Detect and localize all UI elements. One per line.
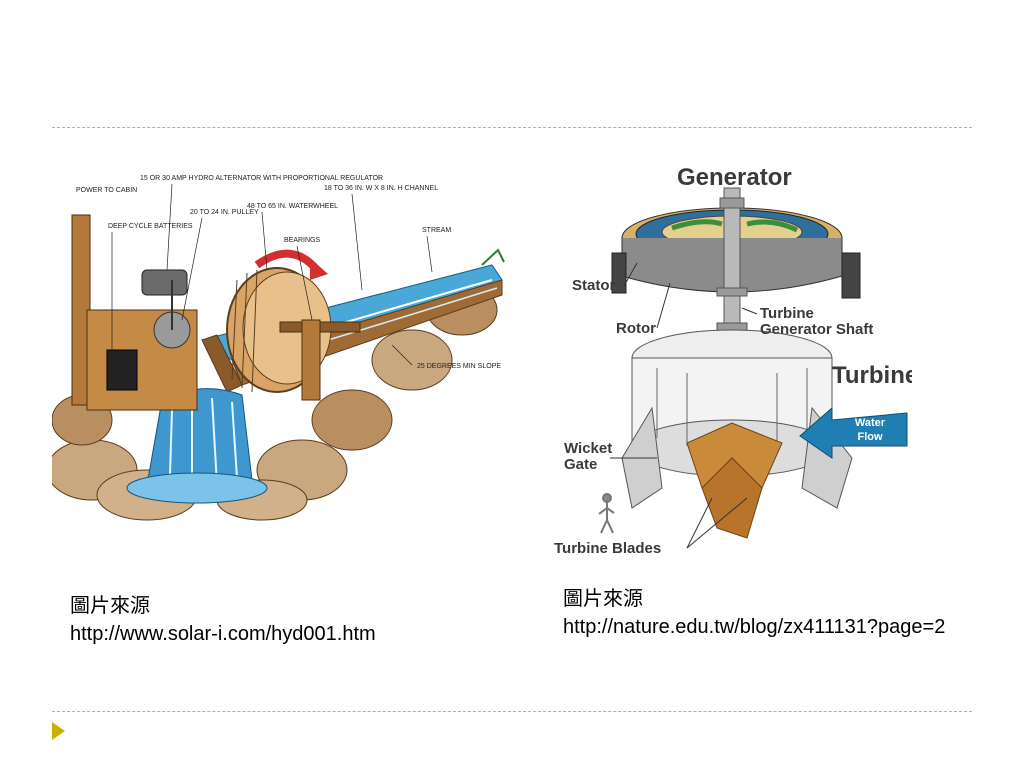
svg-text:Generator Shaft: Generator Shaft [760, 321, 873, 338]
svg-text:Flow: Flow [857, 431, 882, 443]
svg-text:Gate: Gate [564, 456, 597, 473]
bottom-divider [52, 711, 972, 712]
svg-text:48 TO 65 IN. WATERWHEEL: 48 TO 65 IN. WATERWHEEL [247, 203, 338, 210]
svg-text:18 TO 36 IN. W X 8 IN. H CHANN: 18 TO 36 IN. W X 8 IN. H CHANNEL [324, 185, 438, 192]
svg-text:Stator: Stator [572, 277, 616, 294]
svg-text:Wicket: Wicket [564, 440, 612, 457]
top-divider [52, 127, 972, 128]
person-figure [598, 493, 615, 534]
svg-text:Turbine: Turbine [760, 305, 814, 322]
waterwheel-illustration: POWER TO CABIN DEEP CYCLE BATTERIES 15 O… [52, 170, 508, 522]
turbine-labels: Generator Stator Rotor Turbine Generator… [554, 164, 912, 557]
turbine-runner [686, 422, 783, 539]
waterwheel-drawing: POWER TO CABIN DEEP CYCLE BATTERIES 15 O… [52, 175, 505, 521]
svg-text:Water: Water [855, 417, 886, 429]
svg-text:Generator: Generator [677, 164, 792, 191]
source-link[interactable]: http://nature.edu.tw/blog/zx411131?page=… [563, 616, 946, 638]
svg-text:Turbine Blades: Turbine Blades [554, 540, 661, 557]
caption-heading: 圖片來源 [563, 588, 643, 610]
svg-text:BEARINGS: BEARINGS [284, 237, 321, 244]
svg-text:Rotor: Rotor [616, 320, 656, 337]
wooden-frame [71, 214, 198, 411]
waterfall [126, 388, 268, 504]
source-link[interactable]: http://www.solar-i.com/hyd001.htm [70, 623, 376, 645]
svg-text:20 TO 24 IN. PULLEY: 20 TO 24 IN. PULLEY [190, 209, 259, 216]
svg-text:25 DEGREES MIN SLOPE: 25 DEGREES MIN SLOPE [417, 363, 501, 370]
turbine-generator-illustration: Water Flow Generator Stator Rotor Turbin… [552, 158, 912, 563]
svg-text:POWER TO CABIN: POWER TO CABIN [76, 187, 137, 194]
turbine-housing [621, 329, 853, 509]
triangle-bullet-icon [52, 722, 65, 740]
water-flow-arrow: Water Flow [799, 406, 908, 459]
image-source-caption-right: 圖片來源 http://nature.edu.tw/blog/zx411131?… [563, 585, 983, 641]
turbine-drawing: Water Flow Generator Stator Rotor Turbin… [554, 164, 912, 557]
svg-text:STREAM: STREAM [422, 227, 451, 234]
waterwheel [226, 249, 361, 401]
svg-text:Turbine: Turbine [832, 362, 912, 389]
caption-heading: 圖片來源 [70, 595, 150, 617]
waterwheel-labels: POWER TO CABIN DEEP CYCLE BATTERIES 15 O… [76, 175, 501, 370]
image-source-caption-left: 圖片來源 http://www.solar-i.com/hyd001.htm [70, 592, 490, 648]
svg-text:DEEP CYCLE BATTERIES: DEEP CYCLE BATTERIES [108, 223, 193, 230]
svg-text:15 OR 30 AMP HYDRO ALTERNATOR: 15 OR 30 AMP HYDRO ALTERNATOR WITH PROPO… [140, 175, 383, 182]
